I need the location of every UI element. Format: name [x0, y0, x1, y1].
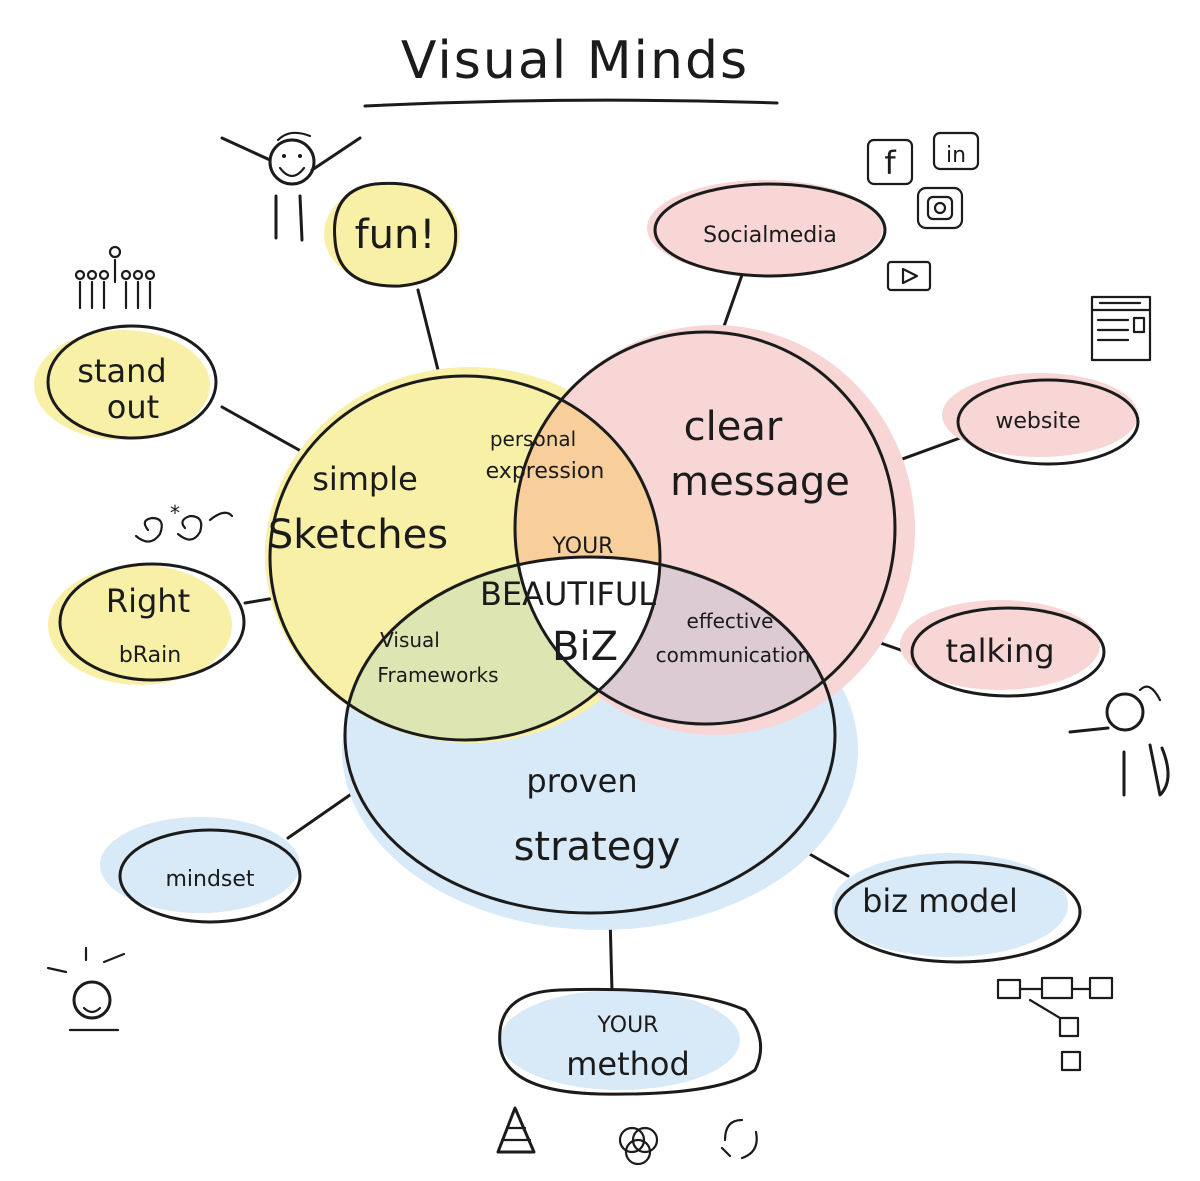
- webpage-icon: [1090, 295, 1152, 362]
- talking-person-icon: [1068, 685, 1170, 797]
- linkedin-icon-glyph: in: [946, 143, 966, 168]
- personal-expression-label-2: expression: [486, 459, 605, 484]
- your-method-label-1: YOUR: [597, 1013, 659, 1038]
- connector-right-brain: [243, 596, 277, 605]
- bubble-right-brain: Right bRain: [48, 562, 246, 685]
- website-label: website: [995, 409, 1080, 434]
- center-label-2: BEAUTIFUL: [480, 575, 656, 613]
- your-method-label-2: method: [566, 1045, 690, 1083]
- instagram-icon: [916, 186, 964, 230]
- pink-circle-outline: [513, 330, 897, 726]
- blue-circle-label-2: strategy: [514, 824, 681, 870]
- visual-frameworks-label-1: Visual: [380, 628, 440, 652]
- facebook-icon: [866, 138, 914, 186]
- bubble-talking: talking: [900, 600, 1106, 698]
- bubble-mindset: mindset: [100, 817, 302, 924]
- fun-label: fun!: [355, 212, 436, 258]
- bubble-website: website: [942, 373, 1140, 466]
- yellow-circle-outline: [268, 374, 662, 742]
- pyramid-icon: [496, 1106, 536, 1154]
- bubble-your-method: YOUR method: [498, 987, 763, 1096]
- crowd-icon: [74, 245, 156, 310]
- social-icons: f in: [866, 131, 980, 292]
- stand-out-label-1: stand: [77, 352, 166, 390]
- effective-communication-label-1: effective: [687, 609, 774, 633]
- visual-frameworks-label-2: Frameworks: [377, 663, 498, 687]
- linkedin-icon: [932, 131, 980, 171]
- effective-communication-fill: [515, 557, 835, 724]
- pink-circle-label-2: message: [670, 459, 850, 505]
- yellow-circle-label-1: simple: [312, 460, 418, 498]
- personal-expression-label-1: personal: [490, 427, 576, 451]
- talking-label: talking: [945, 632, 1054, 670]
- diagram-title: Visual Minds: [401, 31, 749, 91]
- bubble-social-media: Socialmedia: [647, 180, 887, 278]
- connector-social-media: [720, 273, 744, 334]
- title-underline: [363, 98, 779, 108]
- connector-stand-out: [220, 405, 310, 457]
- center-label-3: BiZ: [552, 624, 618, 670]
- swirl-icon: *: [134, 501, 234, 543]
- effective-communication-label-2: communication: [656, 643, 811, 667]
- right-brain-label-1: Right: [106, 582, 190, 620]
- mindset-label: mindset: [165, 867, 254, 892]
- blue-circle-outline: [343, 555, 837, 915]
- connector-mindset: [286, 786, 362, 840]
- bubble-fun: fun!: [324, 181, 460, 288]
- right-brain-label-2: bRain: [119, 643, 181, 668]
- biz-model-label: biz model: [862, 882, 1018, 920]
- connector-fun: [416, 288, 442, 380]
- bubble-biz-model: biz model: [832, 853, 1082, 964]
- venn-fills: [265, 325, 915, 930]
- blue-circle-label-1: proven: [526, 762, 637, 800]
- svg-text:*: *: [170, 501, 180, 525]
- youtube-icon: [886, 260, 932, 292]
- yellow-circle-label-2: Sketches: [268, 512, 448, 558]
- venn-outlines: [268, 330, 897, 915]
- thinking-face-icon: [46, 946, 126, 1032]
- flowchart-icon: [996, 976, 1114, 1072]
- stand-out-label-2: out: [107, 388, 159, 426]
- social-media-label: Socialmedia: [703, 223, 837, 248]
- happy-person-icon: [220, 131, 362, 242]
- facebook-icon-glyph: f: [884, 144, 896, 182]
- center-label-1: YOUR: [552, 534, 614, 559]
- venn-mini-icon: [618, 1126, 659, 1166]
- cycle-icon: [720, 1118, 758, 1160]
- connector-biz-model: [804, 850, 850, 878]
- bubble-stand-out: stand out: [34, 324, 218, 440]
- pink-circle-label-1: clear: [684, 404, 783, 450]
